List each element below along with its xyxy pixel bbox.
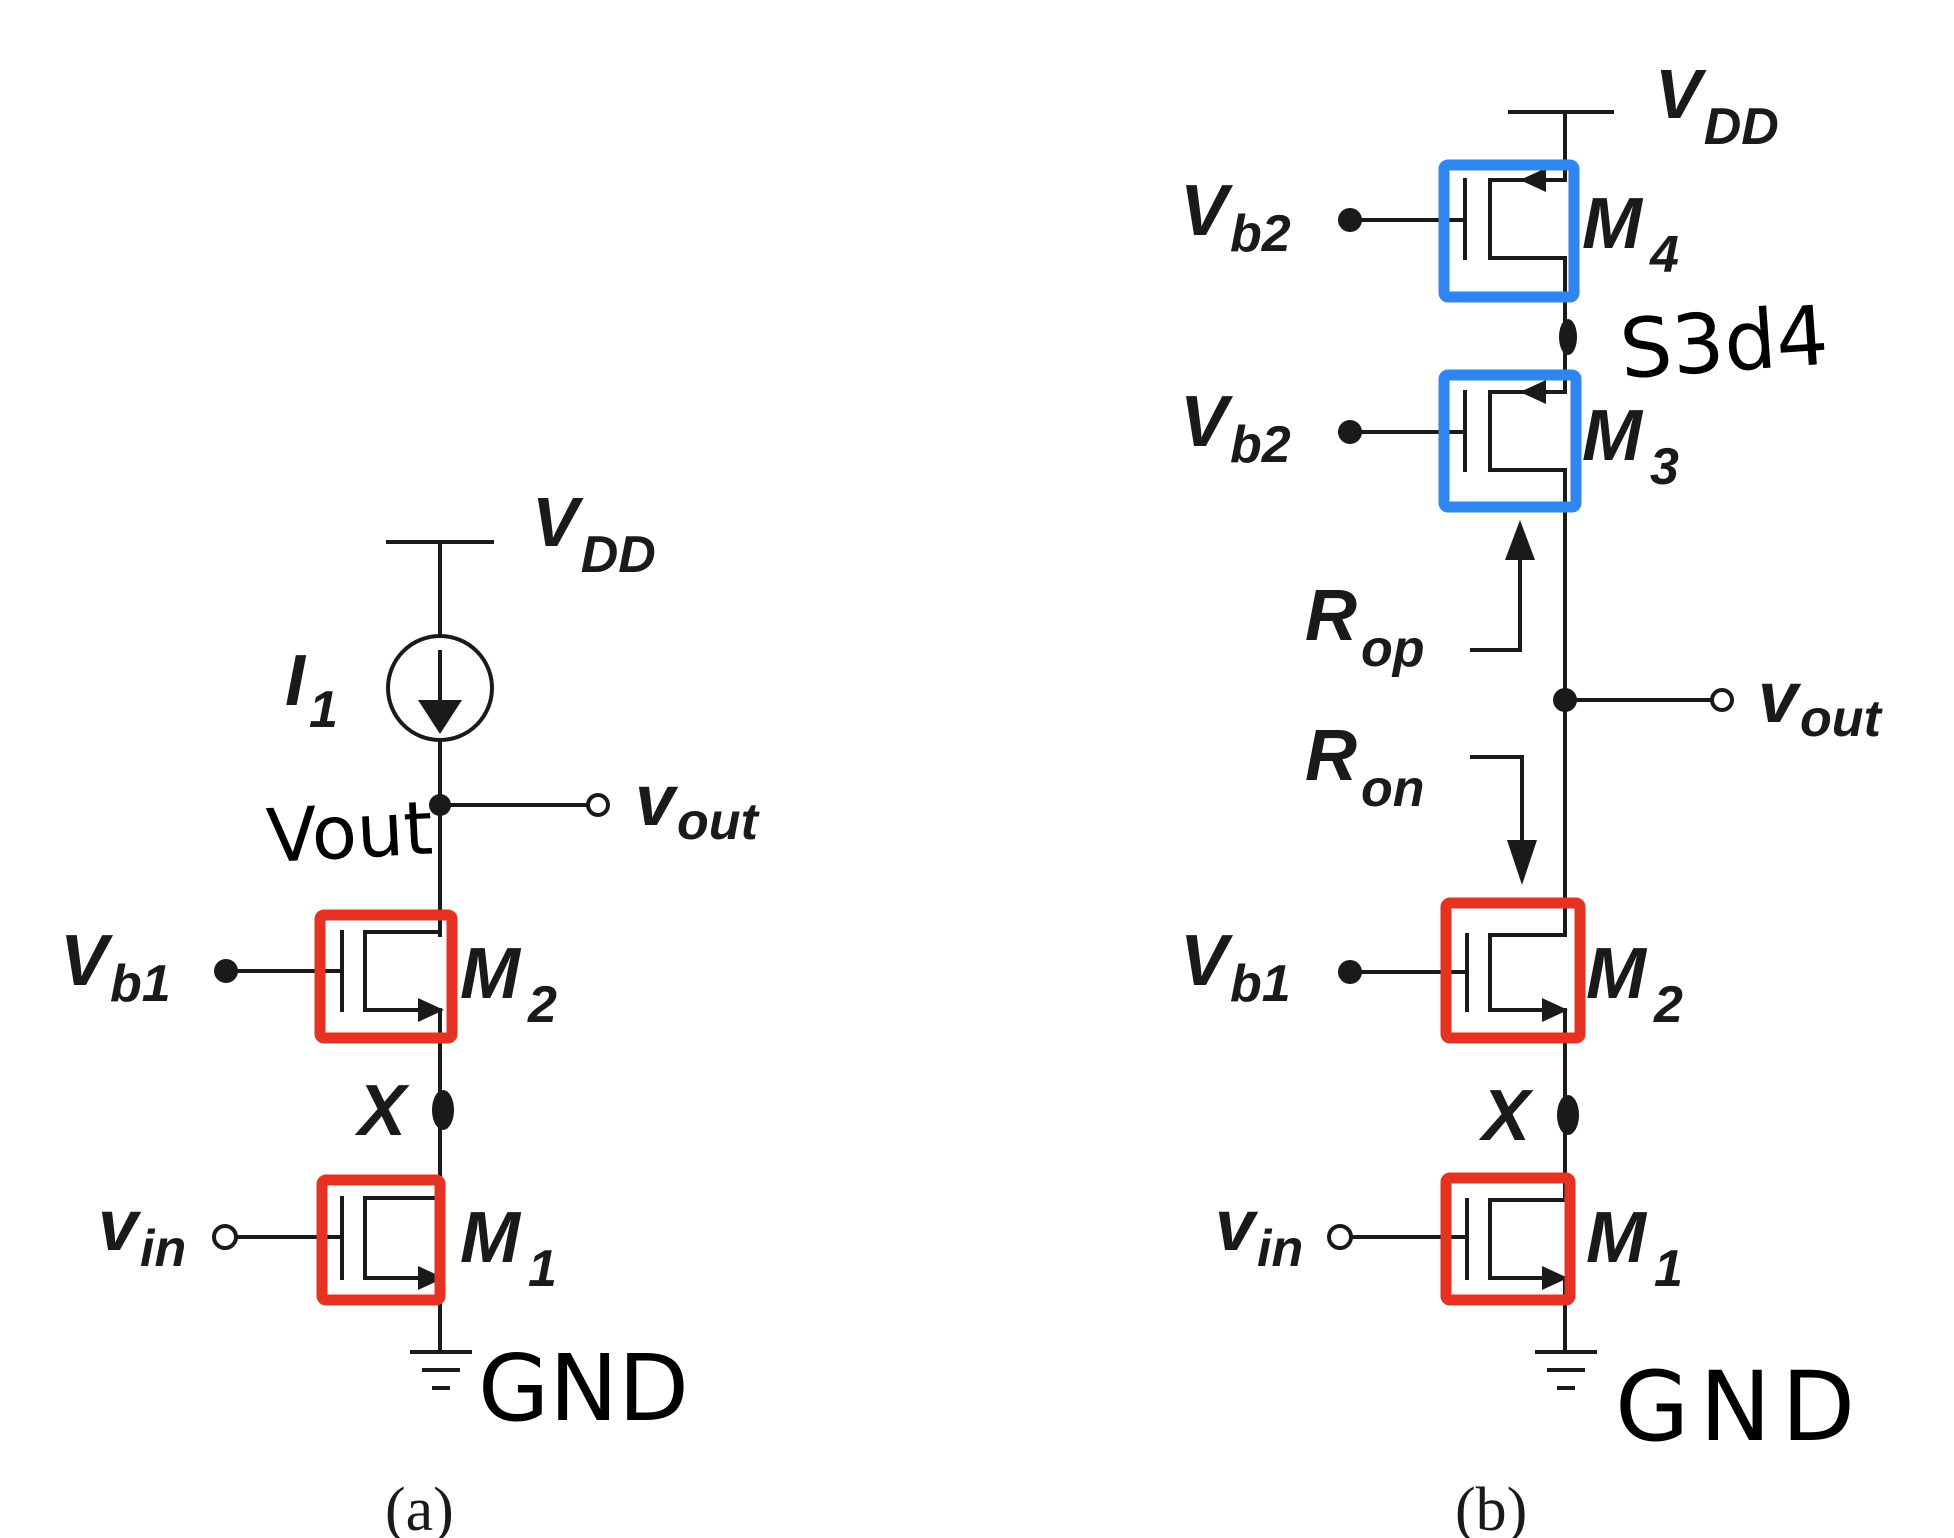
gnd-symbol-b xyxy=(1535,1350,1597,1390)
rop-arrow-b xyxy=(1470,520,1535,652)
vdd-label-a: VDD xyxy=(532,483,656,584)
x-label-b: X xyxy=(1478,1076,1534,1156)
m2-highlight-b xyxy=(1440,897,1586,1044)
vb2-bottom-label-b: Vb2 xyxy=(1180,382,1291,474)
vout-terminal-b xyxy=(1710,688,1734,712)
ron-arrow-b xyxy=(1470,755,1537,885)
x-label-a: X xyxy=(354,1071,410,1151)
caption-a: (a) xyxy=(385,1476,454,1538)
vout-label-a: vout xyxy=(635,761,761,851)
vout-label-b: vout xyxy=(1758,658,1884,748)
transistor-m2-a xyxy=(224,909,458,1100)
transistor-m4-b xyxy=(1350,159,1580,312)
x-node-b xyxy=(1557,1095,1579,1135)
m4-highlight-b xyxy=(1438,159,1580,303)
vin-terminal-a xyxy=(212,1224,238,1250)
gnd-handwritten-b: GND xyxy=(1615,1351,1865,1463)
vin-label-a: vin xyxy=(98,1186,186,1278)
s3d4-node-b xyxy=(1559,319,1577,355)
m2-highlight-a xyxy=(314,909,458,1044)
vb1-label-a: Vb1 xyxy=(60,921,171,1013)
transistor-m2-b xyxy=(1350,897,1586,1102)
s3d4-handwritten-b: S3d4 xyxy=(1617,289,1832,398)
rop-label-b: Rop xyxy=(1305,576,1425,678)
gnd-symbol-a xyxy=(410,1350,472,1390)
vb2-top-terminal-b xyxy=(1338,208,1362,232)
vout-terminal-a xyxy=(586,793,610,817)
vdd-label-b: VDD xyxy=(1655,55,1779,156)
vb1-terminal-a xyxy=(214,959,238,983)
vb2-bottom-terminal-b xyxy=(1338,420,1362,444)
m3-highlight-b xyxy=(1438,369,1582,513)
vin-label-b: vin xyxy=(1215,1186,1303,1278)
vin-terminal-b xyxy=(1327,1224,1353,1250)
vb2-top-label-b: Vb2 xyxy=(1180,171,1291,263)
vb1-label-b: Vb1 xyxy=(1180,921,1291,1013)
vb1-terminal-b xyxy=(1338,960,1362,984)
caption-b: (b) xyxy=(1455,1476,1527,1538)
x-node-a xyxy=(432,1090,454,1130)
transistor-m1-a xyxy=(233,1174,446,1354)
vout-handwritten-a: Vout xyxy=(264,785,434,880)
ron-label-b: Ron xyxy=(1305,716,1425,818)
m1-highlight-b xyxy=(1440,1172,1576,1306)
transistor-m1-b xyxy=(1348,1172,1576,1354)
gnd-handwritten-a: GND xyxy=(478,1335,689,1442)
i1-label: I1 xyxy=(285,641,338,739)
m1-highlight-a xyxy=(316,1174,446,1306)
current-source-arrow-head xyxy=(418,700,462,734)
